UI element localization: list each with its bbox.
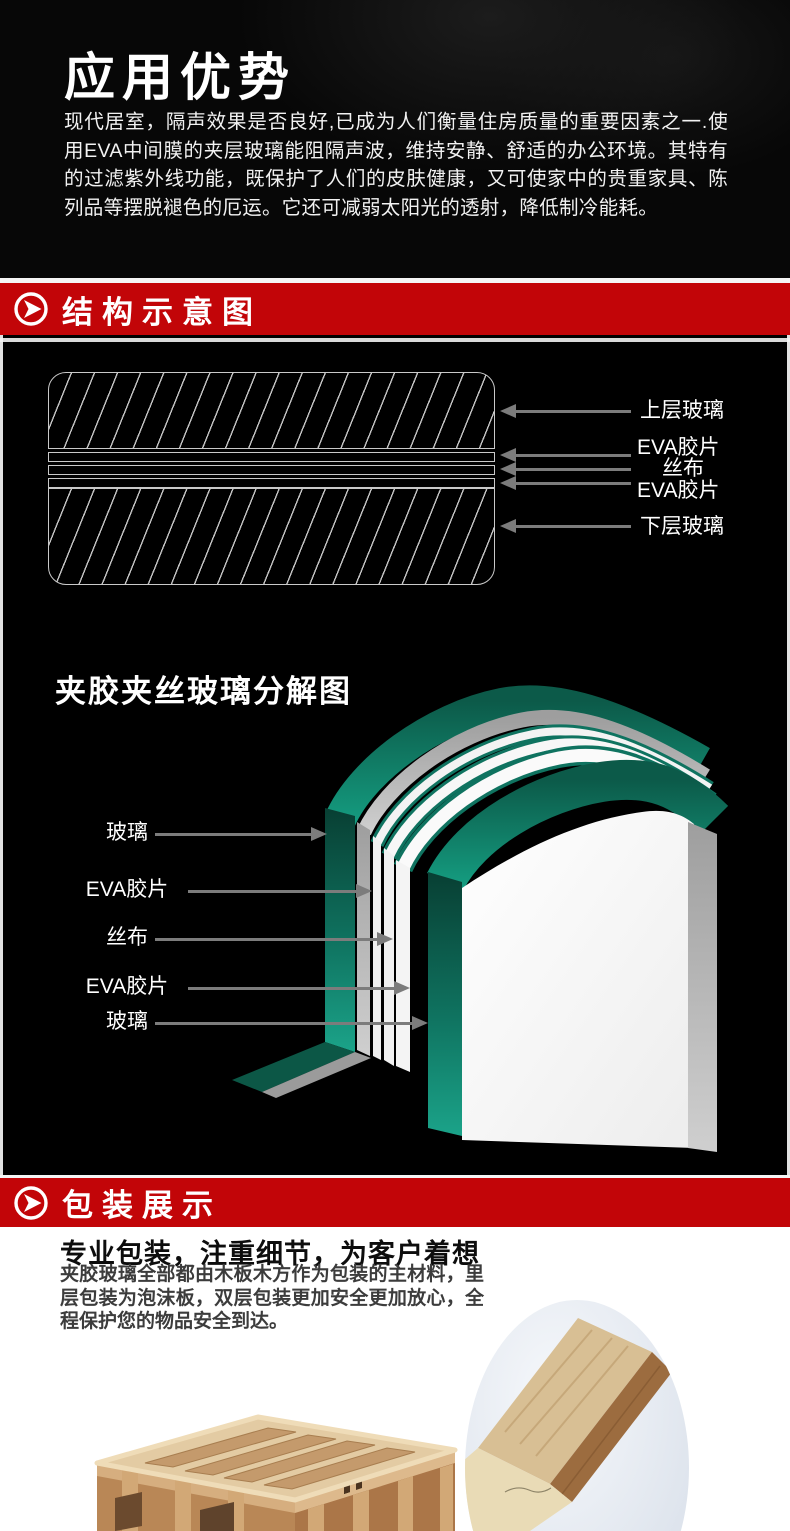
separator-line [0, 1175, 790, 1178]
section-title-advantages: 应用优势 [64, 49, 297, 106]
label-lower-glass: 下层玻璃 [640, 515, 724, 538]
upper-glass-block [48, 372, 495, 449]
wooden-crate-photo [94, 1414, 458, 1531]
label-silk-cloth: 丝布 [662, 457, 704, 480]
exploded-glass-illustration [232, 685, 729, 1152]
label-silk: 丝布 [106, 926, 148, 949]
eva-film-strip [48, 452, 495, 462]
banner-structure-label: 结构示意图 [62, 294, 262, 330]
arrow-glass-2 [155, 1016, 428, 1031]
arrow-glass-1 [155, 827, 327, 842]
label-glass-top: 玻璃 [106, 821, 148, 844]
label-upper-glass: 上层玻璃 [640, 399, 724, 422]
separator-line [0, 278, 790, 283]
arrow-eva-film-1 [500, 448, 631, 463]
label-eva-film-2: EVA胶片 [637, 479, 720, 502]
banner-red-band [0, 283, 790, 335]
exploded-view-title: 夹胶夹丝玻璃分解图 [55, 674, 352, 709]
play-arrow-icon [14, 1185, 48, 1220]
banner-packaging: 包装展示 [0, 1178, 790, 1227]
arrow-silk [155, 932, 393, 947]
page-edge-line [787, 278, 790, 1227]
arrow-eva-1 [188, 884, 372, 899]
label-eva-1: EVA胶片 [85, 878, 169, 901]
page-edge-line [0, 278, 3, 1227]
packaging-paragraph: 夹胶玻璃全部都由木板木方作为包装的主材料，里层包装为泡沫板，双层包装更加安全更加… [60, 1264, 484, 1332]
eva-film-strip [48, 478, 495, 488]
silk-cloth-strip [48, 465, 495, 475]
play-arrow-icon [14, 292, 48, 326]
packaging-heading: 专业包装，注重细节，为客户着想 [60, 1239, 480, 1269]
arrow-eva-2 [188, 981, 410, 996]
arrow-lower-glass [500, 519, 631, 534]
arrow-eva-film-2 [500, 476, 631, 491]
separator-line [0, 338, 790, 342]
label-eva-2: EVA胶片 [85, 975, 169, 998]
banner-packaging-label: 包装展示 [62, 1188, 222, 1223]
advantages-paragraph: 现代居室，隔声效果是否良好,已成为人们衡量住房质量的重要因素之一.使用EVA中间… [64, 111, 728, 219]
arrow-upper-glass [500, 404, 631, 419]
arrow-silk-cloth [500, 462, 631, 477]
banner-red-band [0, 1178, 790, 1227]
wood-beam-photo [465, 1300, 689, 1531]
label-eva-film-1: EVA胶片 [637, 436, 720, 459]
packaging-photos [94, 1300, 689, 1531]
banner-structure: 结构示意图 [0, 283, 790, 335]
advantages-section-bg [0, 0, 790, 283]
lower-glass-block [48, 488, 495, 585]
label-glass-bottom: 玻璃 [106, 1010, 148, 1033]
